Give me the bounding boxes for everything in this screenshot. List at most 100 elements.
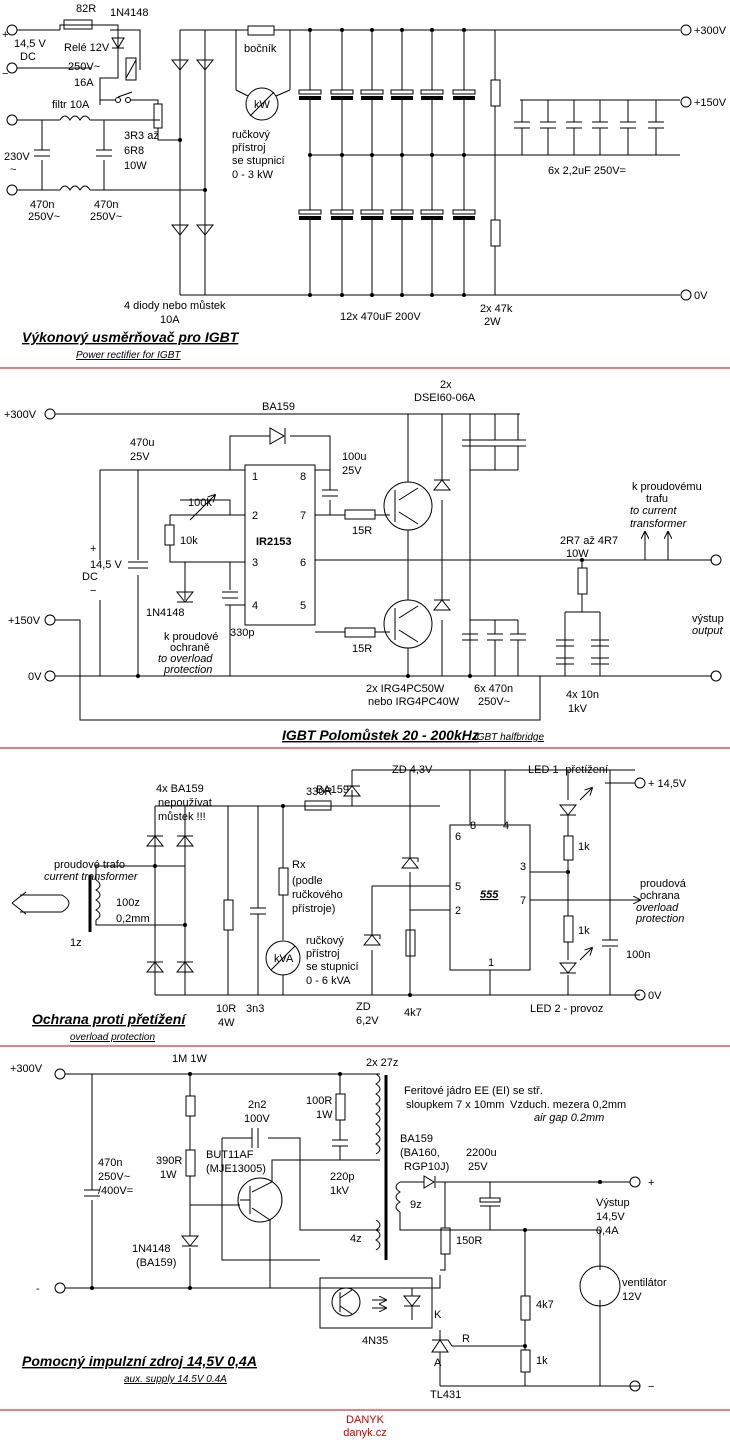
- terminal-0v[interactable]: [680, 289, 692, 301]
- label: 0V: [28, 671, 42, 683]
- label: 1kV: [568, 703, 588, 715]
- ic-label: 555: [480, 889, 499, 901]
- section-igbt-halfbridge: [44, 408, 722, 721]
- label: bočník: [244, 43, 277, 55]
- label: ZD 4,3V: [392, 764, 433, 776]
- label: 100V: [244, 1113, 270, 1125]
- led-run: [558, 962, 578, 974]
- terminal-300v[interactable]: [44, 408, 56, 420]
- terminal[interactable]: [6, 184, 18, 196]
- resistor-390r: [185, 1149, 196, 1177]
- label: 12x 470uF 200V: [340, 311, 421, 323]
- section-title: IGBT Polomůstek 20 - 200kHz: [282, 727, 479, 743]
- label: 4z: [350, 1233, 362, 1245]
- label: Feritové jádro EE (EI) se stř.: [404, 1085, 543, 1097]
- resistor-4k7: [405, 929, 416, 957]
- pin: 2: [455, 905, 461, 917]
- resistor-1k: [563, 835, 574, 861]
- terminal-150v[interactable]: [44, 614, 56, 626]
- resistor-10k: [164, 524, 175, 546]
- resistor-1k: [520, 1349, 531, 1373]
- label: overload: [636, 902, 679, 914]
- zener-4v3: [400, 857, 420, 869]
- label: 330p: [230, 627, 254, 639]
- terminal-14v5[interactable]: [634, 777, 646, 789]
- label: ZD: [356, 1001, 371, 1013]
- label: 15R: [352, 643, 372, 655]
- label: 0 - 6 kVA: [306, 975, 351, 987]
- label: 1z: [70, 937, 82, 949]
- section-aux-supply: [54, 1068, 641, 1392]
- label: transformer: [630, 518, 688, 530]
- electrolytic-capacitor: [452, 89, 476, 95]
- terminal-300v[interactable]: [54, 1068, 66, 1080]
- pin: 4: [252, 600, 258, 612]
- label: přístroje): [292, 903, 335, 915]
- section-power-rectifier: [6, 19, 692, 301]
- label: 100R: [306, 1095, 332, 1107]
- igbt-upper: [383, 481, 433, 531]
- label: 1kV: [330, 1185, 350, 1197]
- pin: 5: [455, 881, 461, 893]
- label: sloupkem 7 x 10mm: [406, 1099, 504, 1111]
- label: ručkový: [306, 935, 344, 947]
- terminal-minus[interactable]: [54, 1282, 66, 1294]
- resistor-47k: [490, 79, 501, 107]
- label: +150V: [8, 615, 41, 627]
- label: 25V: [342, 465, 362, 477]
- label: (BA160,: [400, 1147, 440, 1159]
- label: kVA: [274, 953, 294, 965]
- section-title: Ochrana proti přetížení: [32, 1011, 187, 1027]
- label: nepoužívat: [158, 797, 212, 809]
- pin: 7: [300, 510, 306, 522]
- label: 250V~: [68, 61, 100, 73]
- terminal-plus[interactable]: [629, 1176, 641, 1188]
- label: (podle: [292, 875, 323, 887]
- transformer-feedback: [375, 1219, 381, 1251]
- label: 3n3: [246, 1003, 264, 1015]
- transformer-secondary: [395, 1181, 401, 1213]
- terminal-0v[interactable]: [44, 670, 56, 682]
- terminal[interactable]: [6, 114, 18, 126]
- pin: 2: [252, 510, 258, 522]
- terminal[interactable]: [6, 62, 18, 74]
- section-subtitle: overload protection: [70, 1032, 155, 1043]
- label: −: [90, 585, 96, 597]
- electrolytic-capacitor: [360, 89, 384, 95]
- terminal-output[interactable]: [710, 554, 722, 566]
- label: 1k: [536, 1355, 548, 1367]
- electrolytic-capacitor: [420, 209, 444, 215]
- label: 16A: [74, 77, 94, 89]
- terminal-0v[interactable]: [710, 670, 722, 682]
- electrolytic-capacitor: [298, 89, 322, 95]
- terminal-0v[interactable]: [634, 989, 646, 1001]
- terminal-300v[interactable]: [680, 24, 692, 36]
- label: 4x 10n: [566, 689, 599, 701]
- label: se stupnicí: [306, 961, 359, 973]
- label: 100u: [342, 451, 366, 463]
- section-subtitle: aux. supply 14.5V 0.4A: [124, 1374, 227, 1385]
- resistor-150r: [440, 1227, 451, 1255]
- optocoupler-4n35: [319, 1277, 433, 1329]
- label: 9z: [410, 1199, 422, 1211]
- label: 4x BA159: [156, 783, 204, 795]
- resistor-bocnik: [247, 25, 275, 36]
- label: 0,2mm: [116, 913, 150, 925]
- terminal-150v[interactable]: [680, 96, 692, 108]
- label: 250V~: [478, 696, 510, 708]
- label: R: [462, 1333, 470, 1345]
- diode-ba159: [269, 427, 286, 445]
- pin: 1: [252, 471, 258, 483]
- terminal[interactable]: [6, 24, 18, 36]
- label: 1W: [160, 1169, 177, 1181]
- label: 100k: [188, 497, 212, 509]
- resistor-82r: [63, 19, 93, 30]
- label: 2x IRG4PC50W: [366, 683, 445, 695]
- label: DSEI60-06A: [414, 392, 476, 404]
- footer-link[interactable]: danyk.cz: [343, 1427, 386, 1439]
- igbt-lower: [383, 599, 433, 649]
- terminal-minus[interactable]: [629, 1380, 641, 1392]
- label: 1N4148: [146, 607, 185, 619]
- zener-6v2: [362, 934, 382, 946]
- resistor-47k: [490, 219, 501, 247]
